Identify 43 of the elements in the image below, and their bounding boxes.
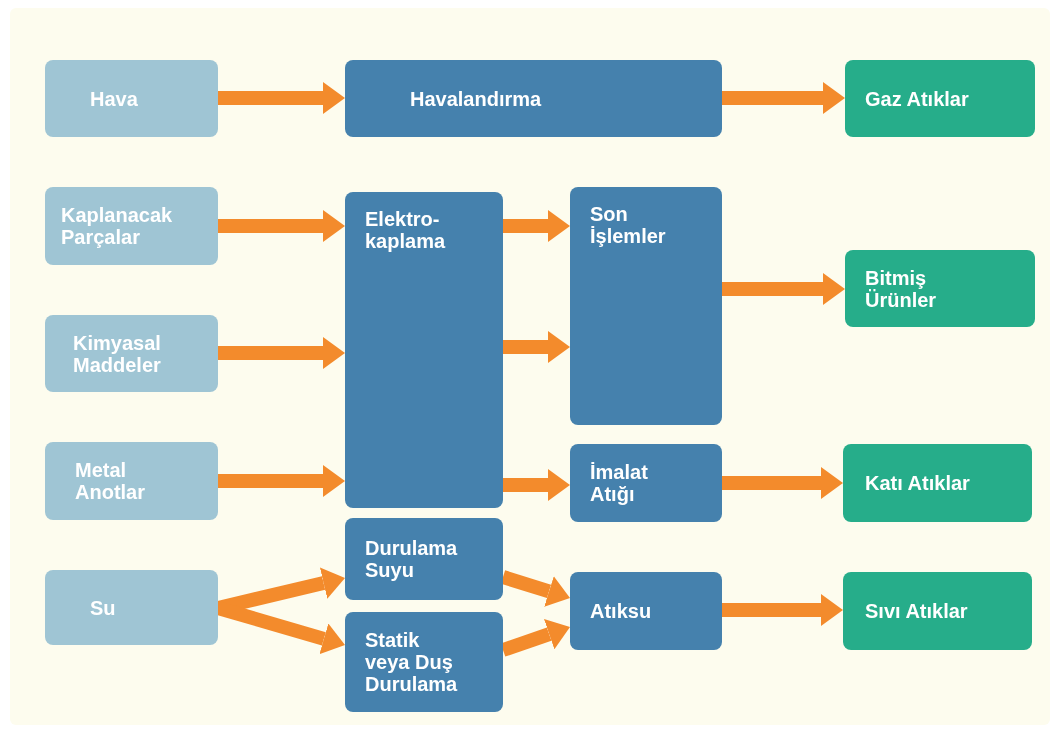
process-box [345, 192, 503, 508]
output-box [843, 444, 1032, 522]
arrow [218, 210, 345, 242]
arrow [218, 337, 345, 369]
box-label: Elektro- kaplama [365, 208, 447, 252]
arrow [503, 469, 570, 501]
box-label: Durulama Suyu [365, 537, 459, 581]
output-box [843, 572, 1032, 650]
arrow [722, 273, 845, 305]
box-label: İmalat Atığı [590, 461, 649, 505]
process-box [345, 60, 722, 137]
input-box [45, 570, 218, 645]
box-label: Bitmiş Ürünler [865, 266, 938, 311]
arrow [503, 331, 570, 363]
box-label: Katı Atıklar [865, 472, 971, 494]
input-box [45, 442, 218, 520]
process-box [570, 572, 722, 650]
box-label: Su [90, 596, 117, 619]
arrow [218, 82, 345, 114]
box-label: Son İşlemler [590, 203, 667, 247]
arrow [503, 210, 570, 242]
process-box [345, 612, 503, 712]
box-label: Metal Anotlar [75, 459, 146, 503]
box-label: Kimyasal Maddeler [73, 331, 162, 376]
box-label: Gaz Atıklar [865, 87, 970, 110]
input-box [45, 187, 218, 265]
arrow [218, 465, 345, 497]
box-label: Atıksu [590, 600, 653, 622]
box-label: Kaplanacak Parçalar [61, 204, 174, 248]
box-label: Hava [90, 87, 139, 110]
arrow [722, 594, 843, 626]
output-box [845, 60, 1035, 137]
box-label: Havalandırma [410, 87, 543, 110]
arrow [722, 467, 843, 499]
process-box [345, 518, 503, 600]
process-box [570, 444, 722, 522]
output-box [845, 250, 1035, 327]
input-box [45, 315, 218, 392]
box-label: Sıvı Atıklar [865, 600, 969, 622]
box-label: Statik veya Duş Durulama [365, 629, 459, 695]
arrow [722, 82, 845, 114]
input-box [45, 60, 218, 137]
process-box [570, 187, 722, 425]
